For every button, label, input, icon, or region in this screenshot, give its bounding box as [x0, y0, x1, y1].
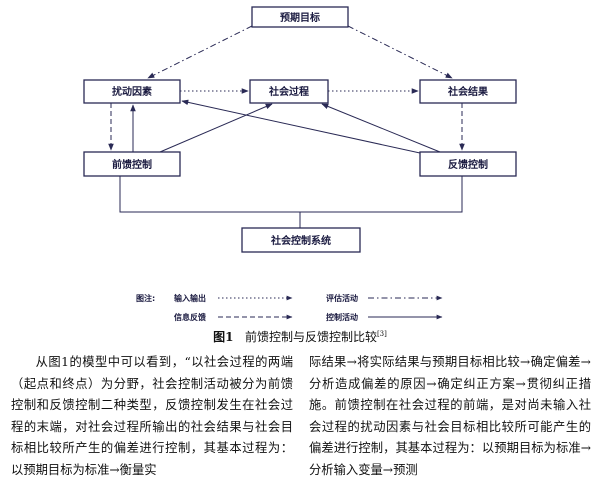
feedback-to-process-arrow — [321, 103, 441, 153]
control-comparison-diagram: 预期目标 扰动因素 社会过程 社会结果 前馈控制 反馈控制 社会控制系统 — [83, 6, 517, 253]
svg-text:前馈控制: 前馈控制 — [112, 158, 152, 171]
svg-text:预期目标: 预期目标 — [280, 11, 320, 24]
node-system: 社会控制系统 — [241, 227, 361, 253]
svg-text:社会过程: 社会过程 — [268, 85, 309, 98]
figure-label: 图1 — [213, 330, 234, 344]
node-result: 社会结果 — [419, 79, 517, 104]
system-connector-line — [119, 176, 463, 228]
svg-text:社会结果: 社会结果 — [447, 85, 489, 98]
legend-feedback-label: 信息反馈 — [174, 312, 206, 322]
legend-io-label: 输入输出 — [174, 293, 206, 303]
svg-text:扰动因素: 扰动因素 — [112, 85, 152, 98]
svg-text:反馈控制: 反馈控制 — [448, 158, 488, 171]
node-process: 社会过程 — [249, 79, 329, 104]
figure-title: 前馈控制与反馈控制比较 — [244, 330, 377, 344]
figure-ref: [3] — [376, 330, 387, 338]
feedback-to-disturbance-arrow — [181, 99, 421, 154]
body-text-right-column: 际结果→将实际结果与预期目标相比较→确定偏差→分析造成偏差的原因→确定纠正方案→… — [309, 355, 591, 477]
goal-to-disturbance-arrow — [147, 25, 253, 79]
goal-to-result-arrow — [347, 25, 453, 79]
svg-text:社会控制系统: 社会控制系统 — [270, 234, 331, 247]
figure-legend: 图注: 输入输出 评估活动 信息反馈 控制活动 — [136, 293, 443, 322]
node-feedforward: 前馈控制 — [83, 151, 181, 177]
legend-evaluation-label: 评估活动 — [326, 293, 358, 303]
node-goal: 预期目标 — [251, 6, 349, 28]
legend-control-label: 控制活动 — [326, 312, 358, 322]
feedforward-to-process-arrow — [159, 103, 273, 153]
legend-heading: 图注: — [136, 293, 155, 303]
node-feedback: 反馈控制 — [419, 151, 517, 177]
node-disturbance: 扰动因素 — [83, 79, 181, 104]
body-text-left-column: 从图1的模型中可以看到，“以社会过程的两端（起点和终点）为分野，社会控制活动被分… — [11, 355, 293, 477]
figure-caption: 图1 前馈控制与反馈控制比较[3] — [0, 328, 600, 345]
